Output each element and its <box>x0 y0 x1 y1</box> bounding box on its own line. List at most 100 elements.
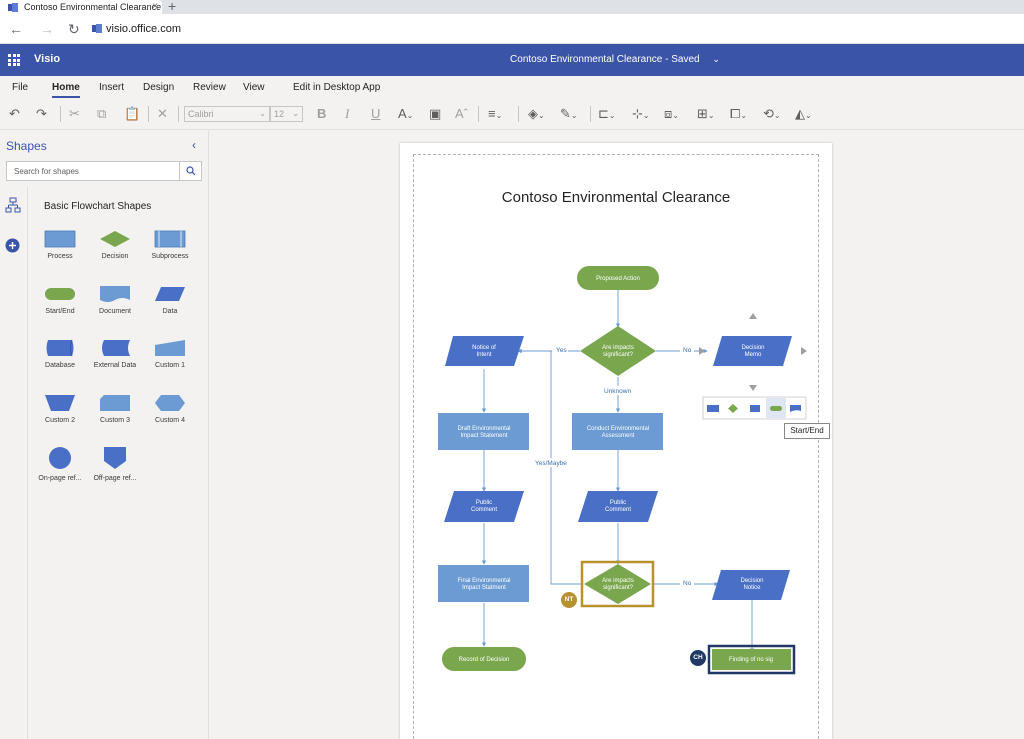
document-shape-icon <box>100 286 130 302</box>
url-text[interactable]: visio.office.com <box>106 23 181 35</box>
italic-icon[interactable]: I <box>345 106 350 121</box>
quick-add-left-arrow-icon[interactable] <box>699 347 705 355</box>
shape-subprocess[interactable]: Subprocess <box>143 230 197 260</box>
node-draft-environmental-impact-statement[interactable]: Draft Environmental Impact Statement <box>438 413 529 450</box>
connector-yes-maybe[interactable] <box>550 351 583 585</box>
text-size-icon[interactable]: Aˆ <box>455 106 468 121</box>
font-color-icon[interactable]: A⌄ <box>398 106 414 121</box>
shape-custom-3[interactable]: Custom 3 <box>88 394 142 424</box>
tab-insert[interactable]: Insert <box>99 82 125 93</box>
shape-start-end[interactable]: Start/End <box>33 285 87 315</box>
forward-arrow-icon[interactable]: → <box>40 21 54 37</box>
visio-favicon-icon <box>8 3 18 12</box>
node-public-comment-1[interactable]: Public Comment <box>444 491 524 522</box>
quick-shape-decision[interactable] <box>728 404 738 413</box>
connector-icon[interactable]: ⊹⌄ <box>632 106 650 121</box>
arrange-icon[interactable]: ⧈⌄ <box>664 106 679 121</box>
styles-icon[interactable]: ◭⌄ <box>795 106 812 121</box>
undo-icon[interactable]: ↶ <box>9 106 20 121</box>
back-arrow-icon[interactable]: ← <box>9 21 23 37</box>
collaborator-avatar-nt[interactable]: NT <box>561 592 577 608</box>
shape-data[interactable]: Data <box>143 285 197 315</box>
drawing-page[interactable]: Contoso Environmental Clearance <box>400 143 832 739</box>
svg-text:Finding of no sig: Finding of no sig <box>729 657 773 663</box>
cut-icon[interactable]: ✂ <box>69 106 80 121</box>
copy-icon[interactable]: ⧉ <box>97 106 107 121</box>
shape-process[interactable]: Process <box>33 230 87 260</box>
paste-icon[interactable]: 📋 <box>124 106 141 121</box>
tab-design[interactable]: Design <box>143 82 175 93</box>
subprocess-shape-icon <box>154 230 186 248</box>
app-launcher-icon[interactable] <box>8 54 20 66</box>
tab-view[interactable]: View <box>243 82 265 93</box>
text-box-icon[interactable]: ▣ <box>429 106 442 121</box>
quick-add-down-arrow-icon[interactable] <box>749 385 757 391</box>
collaborator-avatar-ch[interactable]: CH <box>690 650 706 666</box>
browser-tab[interactable]: Contoso Environmental Clearance × <box>0 0 162 14</box>
line-icon[interactable]: ✎⌄ <box>560 106 578 121</box>
node-conduct-environmental-assessment[interactable]: Conduct Environmental Assessment <box>572 413 663 450</box>
shape-off-page-reference[interactable]: Off-page ref... <box>88 446 142 482</box>
quick-shape-subprocess[interactable] <box>750 405 760 412</box>
shape-custom-2[interactable]: Custom 2 <box>33 394 87 424</box>
node-final-environmental-impact-statement[interactable]: Final Environmental Impact Statment <box>438 565 529 602</box>
shapes-panel-title: Shapes <box>6 139 47 153</box>
node-public-comment-2[interactable]: Public Comment <box>578 491 658 522</box>
tab-review[interactable]: Review <box>193 82 226 93</box>
node-proposed-action[interactable]: Proposed Action <box>577 266 659 290</box>
font-name-dropdown[interactable]: Calibri⌄ <box>184 106 270 122</box>
node-decision-1[interactable]: Are impacts significant? <box>580 326 656 376</box>
chevron-down-icon[interactable]: ⌄ <box>712 54 720 64</box>
diagram-title[interactable]: Contoso Environmental Clearance <box>501 189 731 206</box>
underline-icon[interactable]: U <box>371 106 381 121</box>
redo-icon[interactable]: ↷ <box>36 106 47 121</box>
page-margin-guide <box>413 154 819 739</box>
add-stencil-icon[interactable] <box>5 238 20 253</box>
shape-decision[interactable]: Decision <box>88 230 142 260</box>
shape-external-data[interactable]: External Data <box>88 339 142 369</box>
tab-file[interactable]: File <box>12 82 29 93</box>
document-title: Contoso Environmental Clearance <box>510 54 663 65</box>
node-notice-of-intent[interactable]: Notice of Intent <box>445 336 524 366</box>
quick-add-up-arrow-icon[interactable] <box>749 313 757 319</box>
tab-close-icon[interactable]: × <box>152 1 158 12</box>
delete-icon[interactable]: ✕ <box>157 106 168 121</box>
size-icon[interactable]: ⧠⌄ <box>730 106 748 121</box>
node-record-of-decision[interactable]: Record of Decision <box>442 647 526 671</box>
font-size-dropdown[interactable]: 12⌄ <box>270 106 303 122</box>
quick-shape-document[interactable] <box>790 405 801 412</box>
shape-document[interactable]: Document <box>88 285 142 315</box>
drawing-canvas[interactable]: Contoso Environmental Clearance <box>210 131 1024 739</box>
svg-text:Impact Statement: Impact Statement <box>460 433 507 439</box>
database-shape-icon <box>46 339 74 357</box>
reload-icon[interactable]: ↻ <box>68 21 80 37</box>
quick-shape-start-end[interactable] <box>770 406 782 411</box>
document-title-bar[interactable]: Contoso Environmental Clearance - Saved … <box>510 54 720 65</box>
bold-icon[interactable]: B <box>317 106 327 121</box>
fill-icon[interactable]: ◈⌄ <box>528 106 545 121</box>
align-icon[interactable]: ≡⌄ <box>488 106 503 121</box>
edit-in-desktop-app-button[interactable]: Edit in Desktop App <box>293 82 381 93</box>
change-shape-icon[interactable]: ⟲⌄ <box>763 106 781 121</box>
shape-search-input[interactable] <box>7 162 179 180</box>
collapse-panel-icon[interactable]: ‹ <box>192 138 196 152</box>
node-decision-memo[interactable]: Decision Memo <box>713 336 792 366</box>
node-decision-2[interactable]: Are impacts significant? <box>580 560 655 608</box>
quick-add-right-arrow-icon[interactable] <box>801 347 807 355</box>
shape-on-page-reference[interactable]: On-page ref... <box>33 446 87 482</box>
shape-custom-4[interactable]: Custom 4 <box>143 394 197 424</box>
new-tab-icon[interactable]: + <box>168 0 177 14</box>
app-name[interactable]: Visio <box>34 53 61 65</box>
shape-database[interactable]: Database <box>33 339 87 369</box>
quick-shape-process[interactable] <box>707 405 719 412</box>
flowchart-stencil-icon[interactable] <box>5 197 21 213</box>
tab-home[interactable]: Home <box>52 82 80 98</box>
chevron-down-icon: ⌄ <box>259 109 266 118</box>
group-icon[interactable]: ⊞⌄ <box>697 106 715 121</box>
search-button[interactable] <box>179 162 201 180</box>
node-finding-of-no-significant-impact[interactable]: Finding of no sig <box>707 644 796 675</box>
off-page-reference-shape-icon <box>104 447 126 469</box>
node-decision-notice[interactable]: Decision Notice <box>712 570 790 600</box>
shape-custom-1[interactable]: Custom 1 <box>143 339 197 369</box>
position-icon[interactable]: ⊏⌄ <box>598 106 616 121</box>
